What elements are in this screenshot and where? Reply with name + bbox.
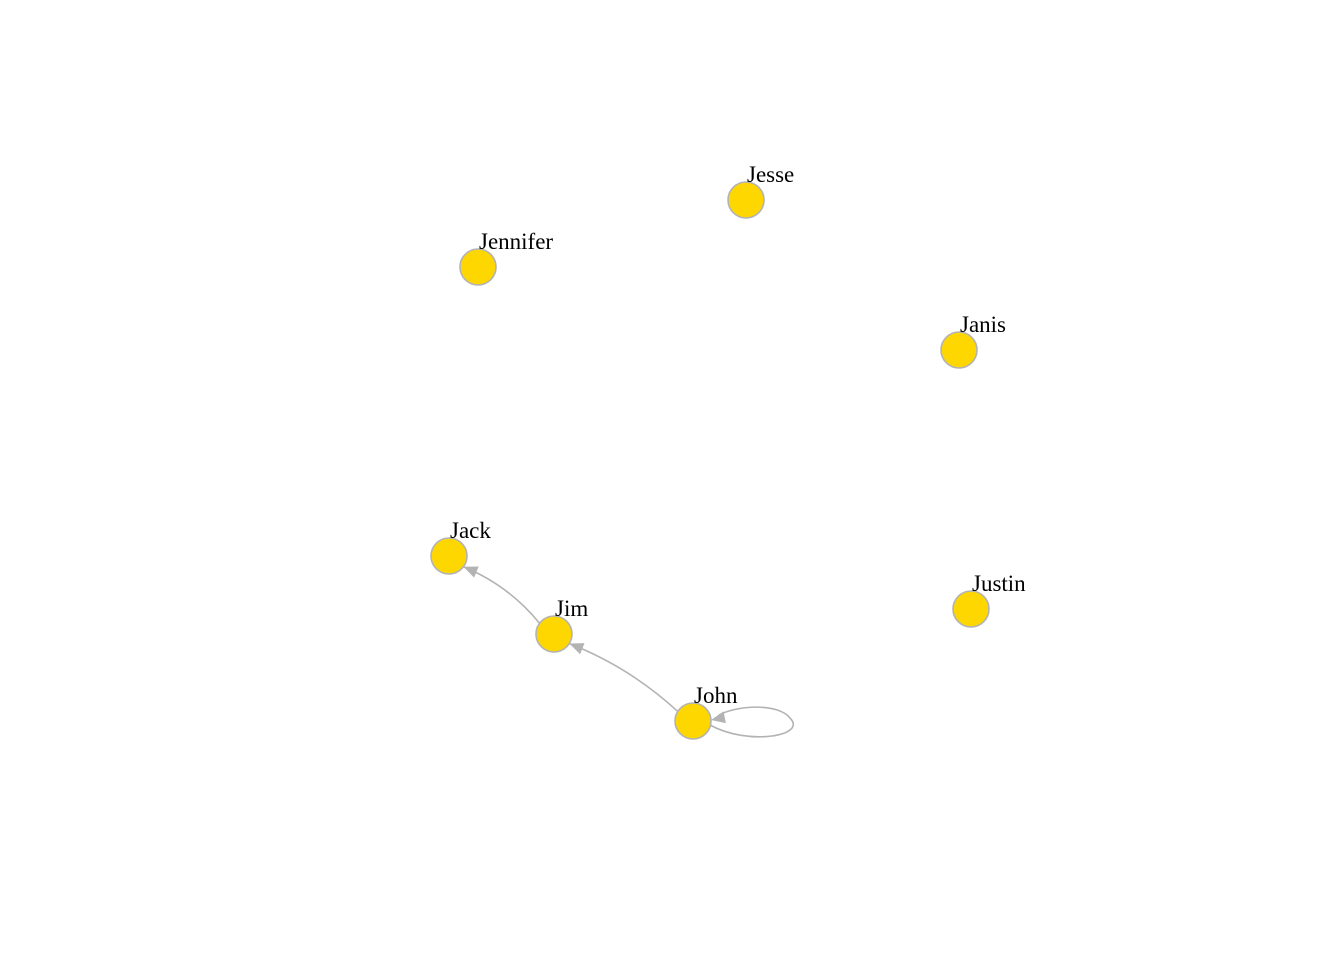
node-janis: Janis [940,312,1006,369]
edge-line [709,706,794,738]
node-circle [727,181,765,219]
node-circle [459,248,497,286]
node-label: Jesse [747,162,794,187]
node-circle [674,702,712,740]
edge-jim-to-jack [463,565,541,624]
node-label: Jack [450,518,491,543]
node-jesse: Jesse [727,162,794,219]
node-label: Justin [972,571,1026,596]
node-circle [940,331,978,369]
node-jack: Jack [430,518,491,575]
edge-john-to-john [709,706,794,738]
node-label: Janis [960,312,1006,337]
node-jennifer: Jennifer [459,229,553,286]
edge-john-to-jim [568,642,679,713]
edge-line [568,642,679,713]
node-justin: Justin [952,571,1026,628]
edge-arrowhead [463,566,479,578]
node-label: Jim [555,596,588,621]
node-circle [952,590,990,628]
edges-layer [463,565,794,738]
edge-arrowhead [569,643,585,655]
node-label: John [694,683,738,708]
node-jim: Jim [535,596,588,653]
edge-arrowhead [711,711,726,724]
node-circle [430,537,468,575]
node-circle [535,615,573,653]
node-label: Jennifer [479,229,553,254]
node-john: John [674,683,738,740]
